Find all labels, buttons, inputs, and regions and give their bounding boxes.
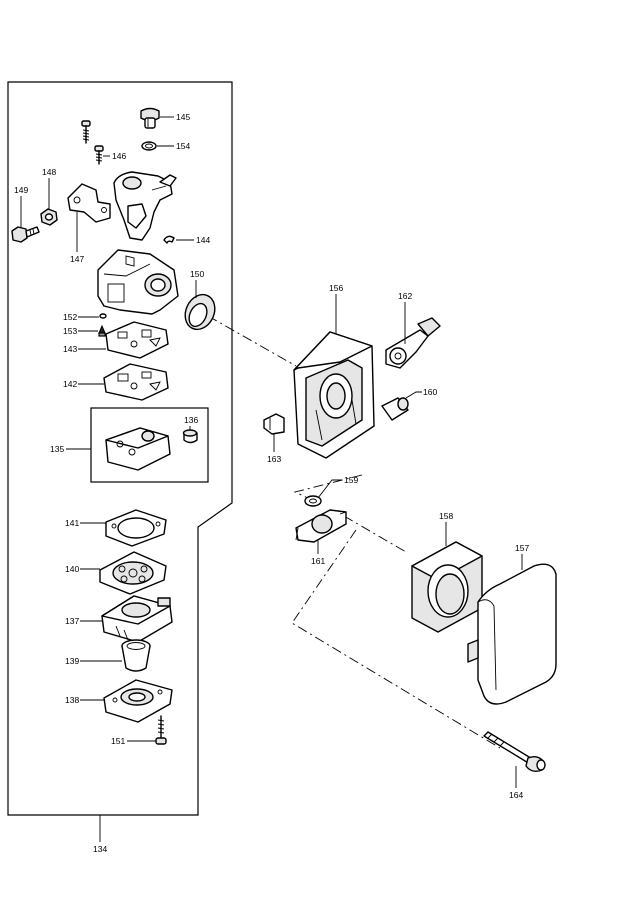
part-148-nut[interactable]	[40, 208, 58, 226]
sub-assembly-frame-135	[90, 407, 209, 483]
part-144-clip[interactable]	[163, 235, 175, 244]
label-148: 148	[42, 167, 56, 177]
label-161: 161	[311, 556, 325, 566]
label-151: 151	[111, 736, 125, 746]
label-150: 150	[190, 269, 204, 279]
label-152: 152	[63, 312, 77, 322]
part-150-gasket-ring[interactable]	[180, 290, 221, 334]
part-137-pump-cover[interactable]	[101, 595, 173, 643]
label-137: 137	[65, 616, 79, 626]
part-147-bracket[interactable]	[67, 183, 111, 223]
part-161-shutter-plate[interactable]	[295, 509, 347, 543]
part-135-metering-body[interactable]	[105, 427, 171, 471]
label-139: 139	[65, 656, 79, 666]
label-146: 146	[112, 151, 126, 161]
part-number-labels: 145 154 146 149 148 147 144 150 152 153 …	[14, 112, 529, 854]
label-162: 162	[398, 291, 412, 301]
part-153-needle[interactable]	[98, 324, 106, 337]
part-158-filter-element[interactable]	[411, 541, 483, 633]
label-154: 154	[176, 141, 190, 151]
part-154-o-ring[interactable]	[141, 141, 157, 151]
part-throttle-body[interactable]	[113, 171, 177, 241]
label-142: 142	[63, 379, 77, 389]
part-146-screw[interactable]	[94, 145, 104, 165]
label-145: 145	[176, 112, 190, 122]
label-135: 135	[50, 444, 64, 454]
label-143: 143	[63, 344, 77, 354]
part-152-small-o-ring[interactable]	[99, 313, 107, 319]
part-157-air-cleaner-cover[interactable]	[467, 563, 557, 705]
part-143-gasket[interactable]	[105, 321, 169, 359]
label-158: 158	[439, 511, 453, 521]
part-159-washer[interactable]	[304, 495, 322, 507]
part-163-clip[interactable]	[263, 413, 285, 435]
label-164: 164	[509, 790, 523, 800]
label-147: 147	[70, 254, 84, 264]
label-149: 149	[14, 185, 28, 195]
carburetor-assembly-frame	[7, 81, 233, 816]
label-159: 159	[344, 475, 358, 485]
label-134: 134	[93, 844, 107, 854]
part-142-diaphragm-plate[interactable]	[103, 363, 169, 401]
label-160: 160	[423, 387, 437, 397]
part-138-cover-plate[interactable]	[103, 679, 173, 723]
label-138: 138	[65, 695, 79, 705]
label-163: 163	[267, 454, 281, 464]
part-156-air-cleaner-base[interactable]	[293, 331, 375, 459]
part-162-choke-lever[interactable]	[385, 317, 441, 369]
label-144: 144	[196, 235, 210, 245]
part-carburetor-body[interactable]	[97, 249, 179, 315]
part-151-screw[interactable]	[155, 715, 167, 745]
label-140: 140	[65, 564, 79, 574]
leader-lines	[20, 116, 523, 842]
part-149-bolt[interactable]	[11, 226, 40, 243]
label-156: 156	[329, 283, 343, 293]
label-157: 157	[515, 543, 529, 553]
label-141: 141	[65, 518, 79, 528]
part-bracket-screw[interactable]	[81, 120, 91, 144]
part-160-bushing[interactable]	[381, 397, 409, 421]
label-136: 136	[184, 415, 198, 425]
part-164-long-bolt[interactable]	[483, 731, 546, 773]
part-139-filter-cup[interactable]	[121, 639, 151, 672]
label-153: 153	[63, 326, 77, 336]
part-140-diaphragm[interactable]	[99, 551, 167, 595]
part-145-adjust-screw[interactable]	[140, 107, 160, 129]
part-136-cap[interactable]	[182, 429, 198, 444]
part-141-gasket[interactable]	[105, 509, 167, 547]
